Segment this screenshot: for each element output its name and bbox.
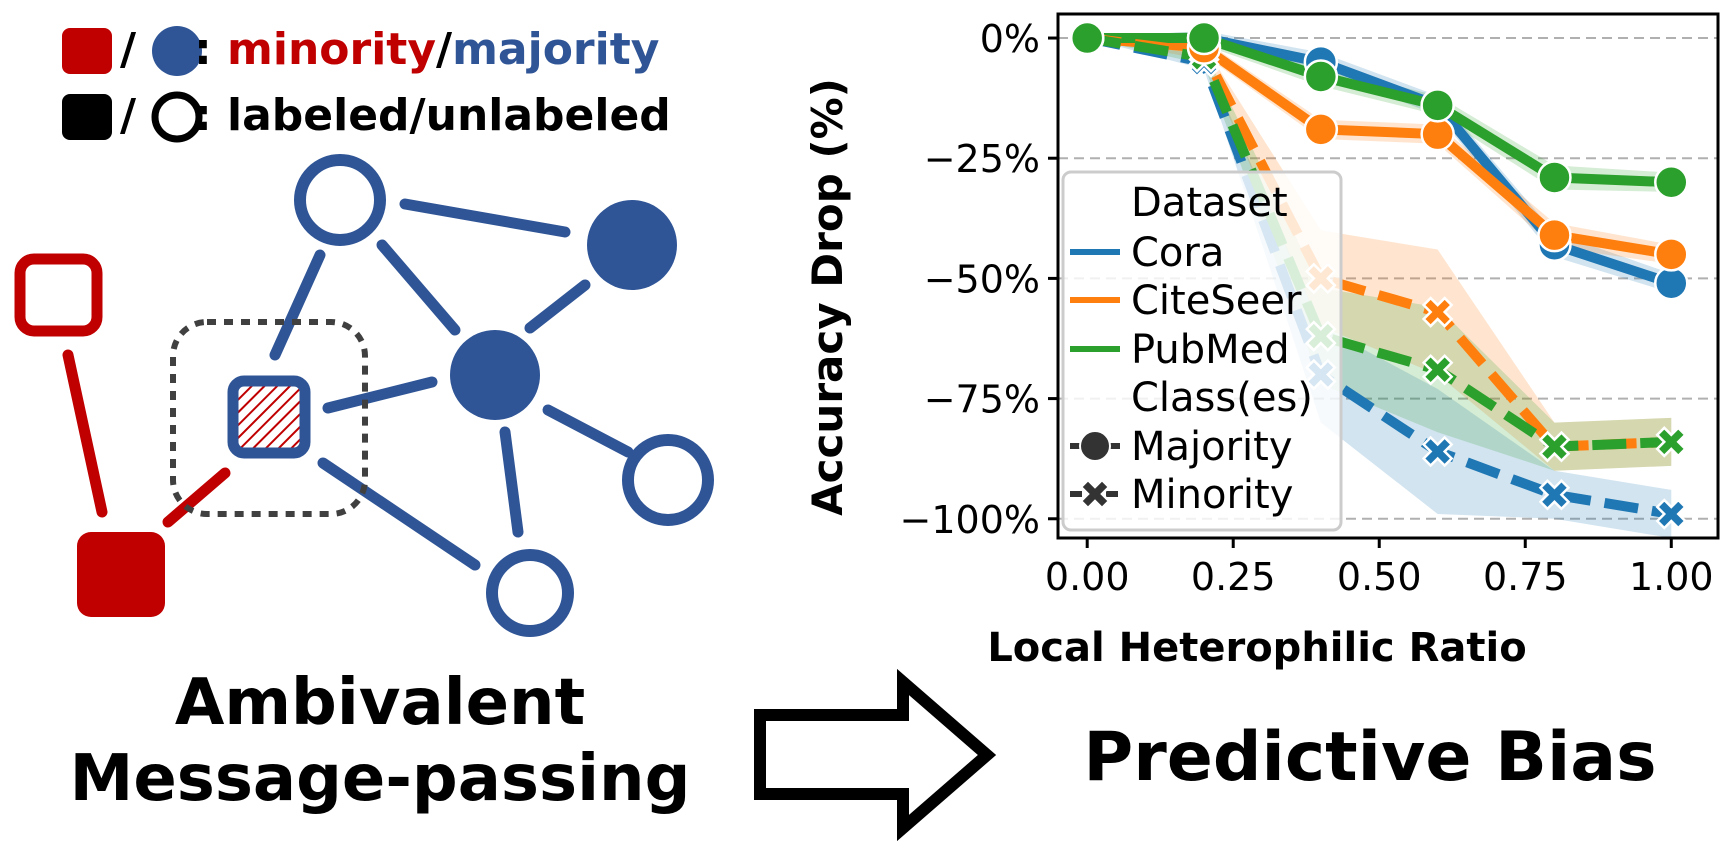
confidence-band bbox=[1087, 38, 1672, 471]
minority-unlabeled-node bbox=[14, 253, 103, 337]
confidence-band bbox=[1087, 30, 1672, 192]
minority-point bbox=[1655, 498, 1688, 530]
series-line bbox=[1086, 33, 1672, 452]
minority-point bbox=[1421, 353, 1454, 386]
graph-edge bbox=[317, 457, 481, 571]
ambivalent-target-node bbox=[227, 375, 311, 459]
color-legend-row: /: minority/majority bbox=[120, 24, 659, 76]
legend-colon: : bbox=[194, 24, 212, 75]
legend-majority-word: majority bbox=[452, 24, 660, 75]
confidence-band bbox=[1087, 38, 1672, 471]
caption-message-passing: Message-passing bbox=[69, 742, 691, 816]
majority-labeled-node bbox=[450, 330, 540, 420]
legend-colon: : bbox=[194, 90, 212, 141]
y-axis-label: Accuracy Drop (%) bbox=[803, 78, 852, 516]
graph-edge bbox=[399, 198, 571, 238]
y-tick-label: −75% bbox=[924, 378, 1040, 422]
graph-diagram bbox=[14, 154, 714, 637]
right-arrow-icon bbox=[754, 668, 997, 842]
majority-point bbox=[1420, 88, 1455, 123]
x-axis-label: Local Heterophilic Ratio bbox=[987, 625, 1526, 671]
majority-point bbox=[1654, 237, 1689, 272]
minority-labeled-node bbox=[77, 532, 165, 617]
minority-point bbox=[1421, 296, 1454, 328]
confidence-band bbox=[1087, 38, 1672, 539]
y-tick-label: −50% bbox=[924, 257, 1040, 301]
legend-separator: / bbox=[436, 24, 453, 75]
legend-box bbox=[1061, 170, 1343, 532]
legend-minority-word: minority bbox=[227, 24, 436, 75]
series-lines bbox=[1086, 33, 1673, 519]
legend-separator: / bbox=[120, 90, 137, 141]
majority-point bbox=[1069, 20, 1105, 56]
graph-edge bbox=[269, 249, 326, 361]
left-caption: Ambivalent Message-passing bbox=[20, 665, 740, 817]
labeled-square-icon bbox=[62, 94, 112, 140]
series-line bbox=[1087, 33, 1672, 188]
minority-point bbox=[1538, 478, 1571, 511]
x-tick-label: 1.00 bbox=[1629, 555, 1714, 599]
legend-entry: Cora bbox=[1131, 230, 1224, 276]
majority-point bbox=[1303, 112, 1339, 147]
legend-separator: / bbox=[120, 24, 137, 75]
axis-ticks: 0% −25% −50% −75% −100%0.00 0.25 0.50 0.75 1.00 bbox=[900, 17, 1714, 599]
majority-point bbox=[1654, 165, 1689, 200]
y-tick-label: −25% bbox=[924, 137, 1040, 181]
majority-filled-circle-icon bbox=[152, 26, 202, 76]
legend-entry: Majority bbox=[1131, 424, 1293, 470]
majority-point bbox=[1303, 59, 1339, 94]
majority-point bbox=[1537, 160, 1572, 195]
majority-point bbox=[1420, 116, 1455, 152]
label-legend-row: /: labeled/unlabeled bbox=[120, 90, 671, 142]
legend-labeled-text: labeled/unlabeled bbox=[227, 90, 671, 141]
x-tick-label: 0.75 bbox=[1483, 555, 1568, 599]
graph-edge bbox=[322, 376, 438, 414]
x-tick-label: 0.00 bbox=[1045, 555, 1130, 599]
x-tick-label: 0.25 bbox=[1191, 555, 1276, 599]
x-tick-label: 0.50 bbox=[1337, 555, 1422, 599]
majority-unlabeled-node bbox=[622, 434, 714, 526]
legend-x-marker bbox=[1079, 478, 1111, 510]
plot-frame bbox=[1056, 12, 1720, 540]
graph-edge bbox=[524, 279, 591, 334]
majority-labeled-node bbox=[587, 200, 677, 290]
majority-point bbox=[1537, 217, 1572, 253]
graph-edge bbox=[499, 426, 524, 538]
majority-point bbox=[1186, 20, 1222, 56]
majority-point bbox=[1654, 265, 1689, 301]
right-caption: Predictive Bias bbox=[1083, 718, 1657, 797]
graph-edge bbox=[376, 239, 461, 336]
legend-circle-marker bbox=[1079, 430, 1111, 462]
chart-legend: DatasetCoraCiteSeerPubMedClass(es)Majori… bbox=[1061, 170, 1343, 532]
caption-ambivalent: Ambivalent bbox=[174, 666, 586, 740]
legend-title-class: Class(es) bbox=[1131, 375, 1313, 421]
legend-entry: PubMed bbox=[1131, 327, 1290, 373]
y-tick-label: −100% bbox=[900, 498, 1040, 542]
graph-edge bbox=[542, 404, 634, 458]
unlabeled-circle-icon bbox=[151, 91, 203, 143]
minority-point bbox=[1421, 435, 1454, 468]
legend-entry: Minority bbox=[1131, 472, 1293, 518]
majority-unlabeled-node bbox=[486, 549, 574, 637]
minority-filled-square-icon bbox=[62, 28, 112, 74]
legend-entry: CiteSeer bbox=[1131, 278, 1302, 324]
majority-unlabeled-node bbox=[294, 154, 386, 246]
chart-gridlines bbox=[1058, 37, 1718, 520]
y-tick-label: 0% bbox=[980, 17, 1040, 61]
minority-point bbox=[1655, 426, 1688, 458]
legend-title-dataset: Dataset bbox=[1131, 180, 1288, 226]
graph-edge-minority bbox=[62, 349, 108, 518]
graph-edge-minority bbox=[162, 467, 231, 528]
neighborhood-box bbox=[170, 319, 368, 517]
minority-point bbox=[1538, 430, 1571, 463]
